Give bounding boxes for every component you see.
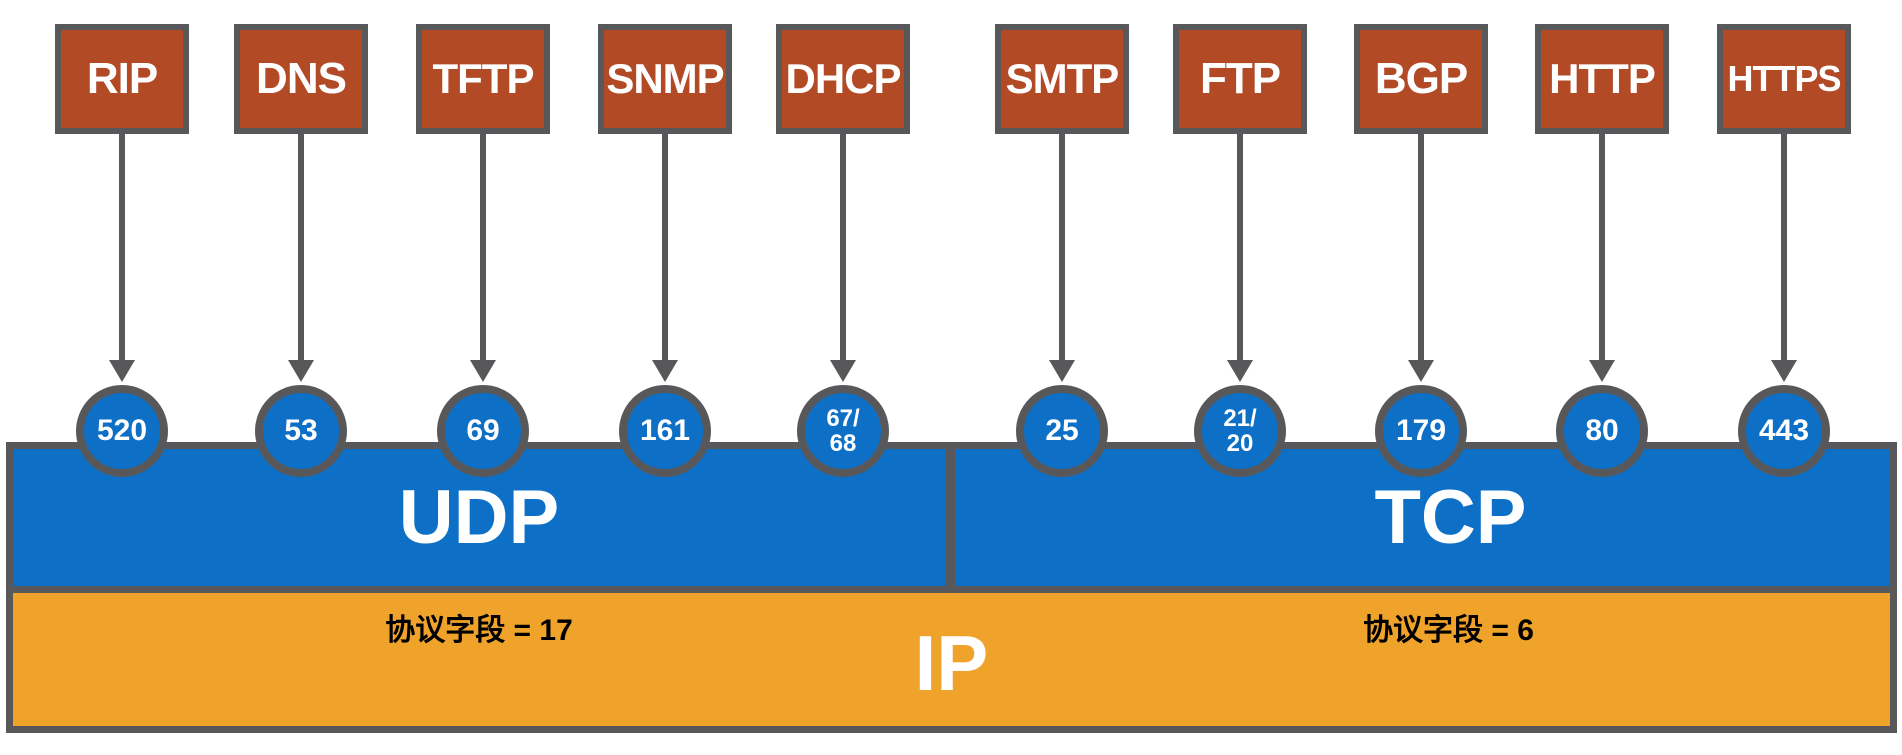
protocol-box: HTTPS bbox=[1717, 24, 1851, 134]
port-number-text: 53 bbox=[284, 414, 318, 447]
protocol-box-label: DHCP bbox=[785, 55, 901, 102]
down-arrow-icon bbox=[1589, 360, 1615, 382]
down-arrow-icon bbox=[109, 360, 135, 382]
protocol-box-label: SMTP bbox=[1005, 55, 1120, 102]
down-arrow-line bbox=[298, 134, 304, 360]
port-number-text: 21/ bbox=[1223, 405, 1257, 432]
port-number-text: 179 bbox=[1395, 414, 1447, 447]
port-number-text: 20 bbox=[1226, 430, 1254, 457]
down-arrow-line bbox=[1059, 134, 1065, 360]
down-arrow-icon bbox=[470, 360, 496, 382]
protocol-column: DHCP 67/68 bbox=[776, 24, 910, 484]
down-arrow-icon bbox=[288, 360, 314, 382]
down-arrow-line bbox=[1781, 134, 1787, 360]
port-number-text: 68 bbox=[829, 430, 857, 457]
protocol-column: BGP 179 bbox=[1354, 24, 1488, 484]
protocol-box-label: SNMP bbox=[606, 55, 724, 102]
port-number-badge: 67/68 bbox=[797, 385, 889, 477]
ip-label-wrap: IP bbox=[13, 593, 1890, 726]
udp-tcp-divider bbox=[945, 449, 955, 586]
protocol-box: SMTP bbox=[995, 24, 1129, 134]
protocol-box-label: HTTP bbox=[1549, 55, 1656, 102]
protocol-column: RIP 520 bbox=[55, 24, 189, 484]
protocol-box-label: HTTPS bbox=[1727, 58, 1841, 99]
down-arrow-line bbox=[119, 134, 125, 360]
protocol-box-label: FTP bbox=[1199, 54, 1281, 103]
port-number-text: 161 bbox=[639, 414, 691, 447]
down-arrow-line bbox=[1237, 134, 1243, 360]
protocol-box-label: BGP bbox=[1374, 54, 1468, 103]
udp-protocol-field-label: 协议字段 = 17 bbox=[385, 614, 573, 647]
protocol-box-label: DNS bbox=[256, 54, 347, 103]
tcp-protocol-field-label: 协议字段 = 6 bbox=[1363, 614, 1534, 647]
tcp-section: TCP bbox=[955, 449, 1890, 586]
down-arrow-line bbox=[1418, 134, 1424, 360]
protocol-layers: UDP TCP 协议字段 = 17 协议字段 = 6 IP bbox=[6, 442, 1897, 733]
down-arrow-line bbox=[480, 134, 486, 360]
protocol-box: TFTP bbox=[416, 24, 550, 134]
down-arrow-icon bbox=[1049, 360, 1075, 382]
protocol-box: RIP bbox=[55, 24, 189, 134]
protocol-box: FTP bbox=[1173, 24, 1307, 134]
port-number-badge: 21/20 bbox=[1194, 385, 1286, 477]
port-number-badge: 80 bbox=[1556, 385, 1648, 477]
port-number-badge: 161 bbox=[619, 385, 711, 477]
protocol-box: DNS bbox=[234, 24, 368, 134]
protocol-box: HTTP bbox=[1535, 24, 1669, 134]
protocol-column: SMTP 25 bbox=[995, 24, 1129, 484]
port-number-badge: 443 bbox=[1738, 385, 1830, 477]
down-arrow-icon bbox=[1771, 360, 1797, 382]
protocol-box: SNMP bbox=[598, 24, 732, 134]
port-number-text: 520 bbox=[96, 414, 148, 447]
down-arrow-line bbox=[840, 134, 846, 360]
protocol-box: BGP bbox=[1354, 24, 1488, 134]
port-number-text: 69 bbox=[466, 414, 500, 447]
protocol-column: TFTP 69 bbox=[416, 24, 550, 484]
tcp-label: TCP bbox=[1374, 474, 1527, 560]
transport-layer-row: UDP TCP bbox=[13, 449, 1890, 586]
ip-label: IP bbox=[914, 618, 989, 707]
down-arrow-line bbox=[1599, 134, 1605, 360]
protocol-box-label: RIP bbox=[86, 54, 158, 103]
protocol-box-label: TFTP bbox=[432, 55, 535, 102]
protocol-column: HTTP 80 bbox=[1535, 24, 1669, 484]
protocol-column: SNMP 161 bbox=[598, 24, 732, 484]
port-number-text: 67/ bbox=[826, 405, 860, 432]
down-arrow-icon bbox=[1227, 360, 1253, 382]
protocol-column: DNS 53 bbox=[234, 24, 368, 484]
down-arrow-line bbox=[662, 134, 668, 360]
port-number-badge: 69 bbox=[437, 385, 529, 477]
udp-label: UDP bbox=[398, 474, 560, 560]
port-number-text: 80 bbox=[1585, 414, 1619, 447]
udp-section: UDP bbox=[13, 449, 945, 586]
port-number-badge: 520 bbox=[76, 385, 168, 477]
down-arrow-icon bbox=[1408, 360, 1434, 382]
transport-network-divider bbox=[13, 586, 1890, 593]
port-number-text: 25 bbox=[1045, 414, 1079, 447]
network-layer-row: 协议字段 = 17 协议字段 = 6 IP bbox=[13, 593, 1890, 726]
down-arrow-icon bbox=[830, 360, 856, 382]
down-arrow-icon bbox=[652, 360, 678, 382]
port-number-badge: 53 bbox=[255, 385, 347, 477]
port-number-text: 443 bbox=[1758, 414, 1810, 447]
protocol-column: HTTPS 443 bbox=[1717, 24, 1851, 484]
port-number-badge: 179 bbox=[1375, 385, 1467, 477]
protocol-column: FTP 21/20 bbox=[1173, 24, 1307, 484]
protocol-box: DHCP bbox=[776, 24, 910, 134]
port-number-badge: 25 bbox=[1016, 385, 1108, 477]
